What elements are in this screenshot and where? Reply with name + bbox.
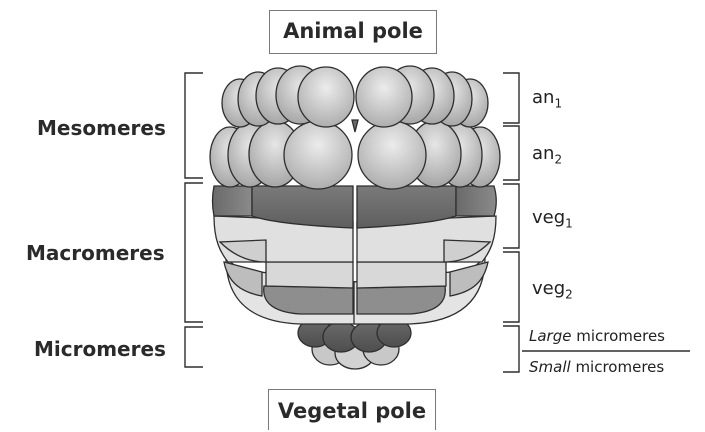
small-micromeres-label: Small micromeres <box>529 358 664 376</box>
an2-cell <box>284 121 352 189</box>
bracket-micromeres <box>185 327 203 367</box>
vegetal-pole-label: Vegetal pole <box>268 389 436 430</box>
bracket-macromeres <box>185 183 203 322</box>
veg2-cell <box>357 262 446 288</box>
micromeres-group <box>298 319 411 369</box>
an1-cell <box>356 67 412 127</box>
veg2-cell <box>357 286 445 314</box>
macromeres-label: Macromeres <box>26 241 165 265</box>
bracket-an2 <box>503 126 519 180</box>
an1-label: an1 <box>532 87 562 111</box>
large-micromeres-label: Large micromeres <box>529 327 665 345</box>
bracket-mesomeres <box>185 73 203 178</box>
veg1-label: veg1 <box>532 207 573 231</box>
bracket-veg1 <box>503 184 519 248</box>
bracket-veg2 <box>503 252 519 322</box>
veg1-dark-cell <box>213 186 253 216</box>
macromeres-group <box>213 186 497 324</box>
mesomeres-label: Mesomeres <box>37 116 166 140</box>
mesomeres-group <box>210 66 500 189</box>
bracket-an1 <box>503 73 519 123</box>
micromeres-label: Micromeres <box>34 337 166 361</box>
center-seam <box>352 120 358 132</box>
an2-cell <box>358 121 426 189</box>
veg2-cell <box>266 262 353 288</box>
veg1-dark-cell <box>456 186 496 216</box>
animal-pole-label: Animal pole <box>269 10 437 54</box>
left-brackets <box>185 73 203 367</box>
veg2-label: veg2 <box>532 278 573 302</box>
bracket-micromeres-right <box>503 326 519 372</box>
an1-cell <box>298 67 354 127</box>
an2-label: an2 <box>532 143 562 167</box>
